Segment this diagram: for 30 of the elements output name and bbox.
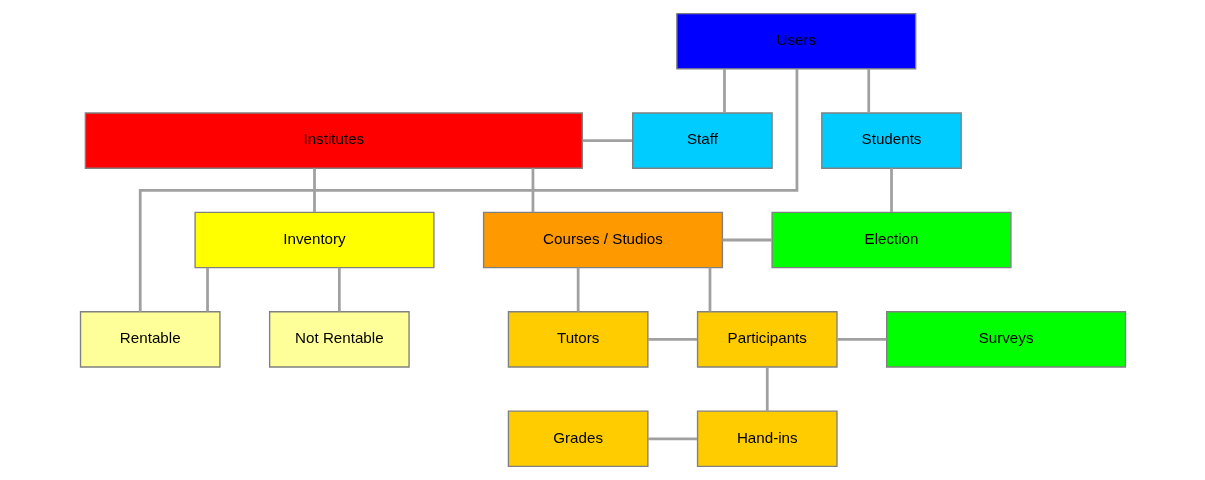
connector	[647, 437, 697, 441]
node-box: Grades	[507, 410, 649, 468]
connector	[721, 238, 772, 242]
node-box: Tutors	[507, 311, 649, 368]
node-box: Surveys	[885, 311, 1126, 368]
node-box: Election	[770, 211, 1012, 269]
connector	[582, 139, 632, 142]
connector	[708, 267, 711, 312]
connector	[531, 168, 534, 213]
node-box: Courses / Studios	[482, 211, 723, 269]
node-box: Institutes	[84, 112, 583, 169]
connector	[205, 267, 209, 312]
connector	[765, 367, 769, 411]
node-box: Inventory	[193, 211, 435, 269]
node-box: Staff	[631, 112, 773, 169]
connector	[337, 267, 341, 312]
connector	[889, 168, 893, 213]
connector	[647, 338, 697, 341]
node-box: Participants	[696, 311, 838, 368]
connector	[836, 338, 886, 341]
connector	[866, 68, 870, 113]
connector	[312, 168, 316, 213]
connector	[722, 68, 726, 113]
node-box: Rentable	[79, 311, 221, 368]
connector	[576, 267, 580, 312]
connector	[138, 68, 798, 312]
node-box: Students	[820, 112, 962, 169]
node-box: Hand-ins	[696, 410, 838, 468]
node-box: Users	[675, 12, 916, 70]
node-box: Not Rentable	[268, 311, 410, 368]
